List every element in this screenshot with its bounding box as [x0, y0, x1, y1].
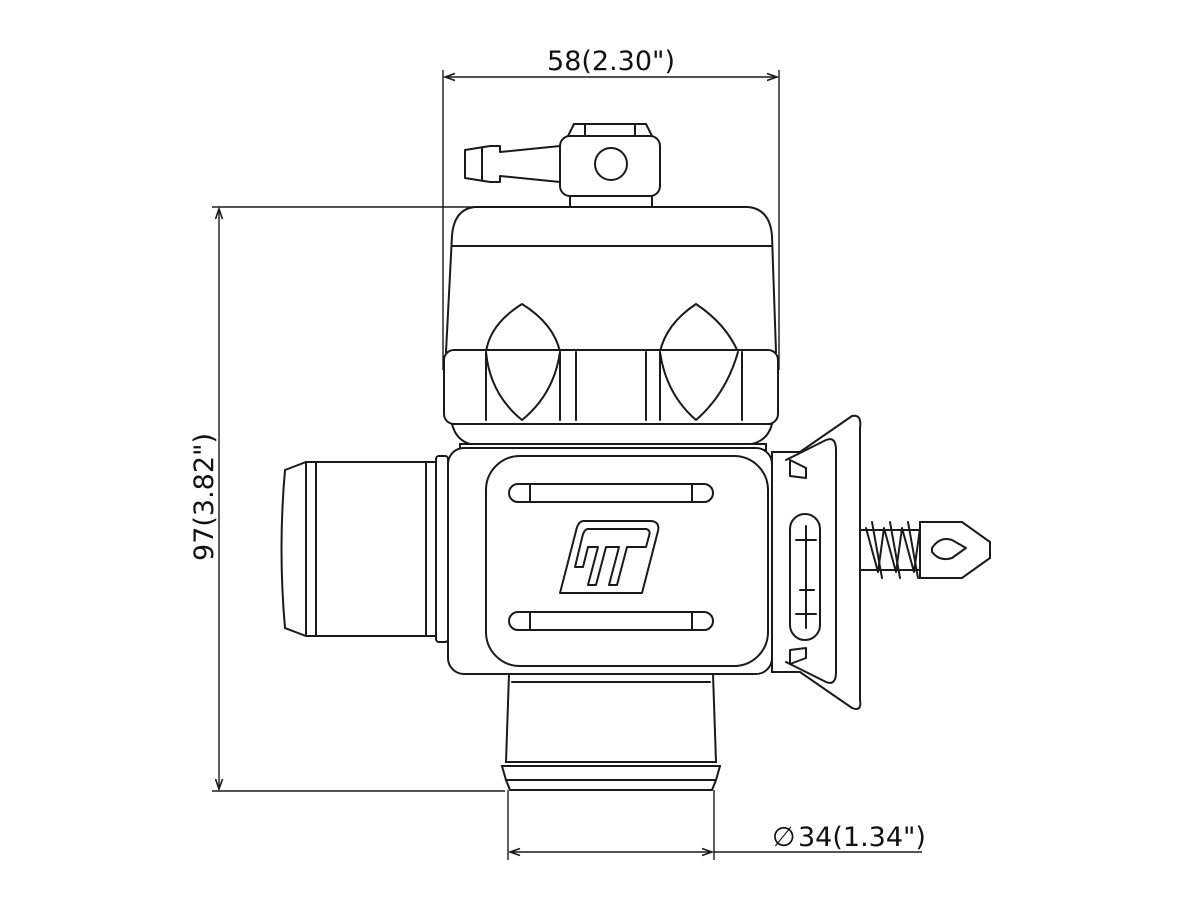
inlet-tube — [280, 461, 427, 637]
plunger-detail — [931, 538, 967, 561]
outlet-tube — [504, 673, 718, 763]
width-label: 58(2.30") — [547, 46, 675, 77]
outlet-port — [500, 673, 722, 791]
valve-top-cap — [443, 206, 779, 451]
cap-dome — [444, 206, 778, 353]
adjuster-flange — [771, 414, 862, 710]
diameter-label: 34(1.34") — [798, 822, 926, 853]
fitting-stem — [569, 195, 653, 208]
hose-barb — [464, 145, 561, 183]
diameter-dimension: ∅ 34(1.34") — [507, 790, 926, 860]
cap-recess-right — [659, 303, 739, 353]
adjuster-spring — [859, 521, 923, 579]
body-slot-top — [508, 483, 714, 503]
top-vacuum-fitting — [464, 123, 661, 208]
valve-main-body — [447, 447, 783, 675]
spring-coil — [865, 527, 921, 573]
cap-recess-left — [485, 303, 561, 353]
plunger-body — [919, 521, 991, 579]
height-label: 97(3.82") — [189, 433, 220, 561]
adjuster-window — [789, 513, 821, 641]
body-panel — [485, 455, 769, 667]
cap-bottom-lip — [450, 423, 774, 445]
inlet-flange-1 — [425, 461, 437, 637]
inlet-port — [280, 455, 449, 643]
width-dimension: 58(2.30") — [442, 46, 780, 370]
banjo-body — [559, 135, 661, 197]
outlet-bead — [500, 765, 722, 791]
body-slot-bottom — [508, 611, 714, 631]
banjo-bolt-hole — [594, 147, 628, 181]
inlet-flange-2 — [435, 455, 449, 643]
ti-logo-icon — [559, 520, 660, 594]
banjo-bolt-head — [567, 123, 653, 137]
plunger-tip — [919, 521, 991, 579]
height-dimension: 97(3.82") — [189, 206, 568, 792]
diameter-symbol: ∅ — [772, 822, 796, 853]
body-outer — [447, 447, 773, 675]
cap-band — [443, 349, 779, 425]
